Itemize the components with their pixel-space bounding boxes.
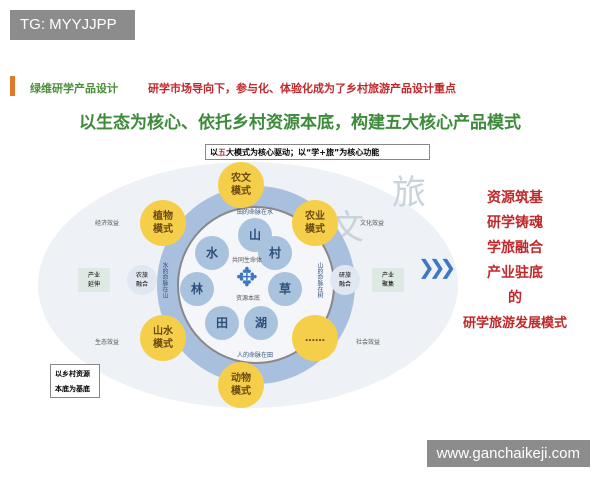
resource-lake: 湖 [244,306,278,340]
note-top: 以五大模式为核心驱动；以“学+旅”为核心功能 [205,144,430,160]
agri-tourism-fusion: 农旅 融合 [127,265,157,295]
resource-grass: 草 [268,272,302,306]
benefit-ecological: 生态效益 [95,339,120,346]
mode-agriculture: 农业 模式 [292,200,338,246]
resource-water: 水 [195,236,229,270]
bg-char-lv: 旅 [392,173,426,213]
summary-text: 资源筑基研学铸魂学旅融合产业驻底的研学旅游发展模式 [462,190,567,331]
ring-label-top: 田的命脉在水 [237,209,274,216]
benefit-cultural: 文化效益 [360,220,385,227]
mode-plant: 植物 模式 [140,200,186,246]
ring-label-right: 山的命脉在树 [316,262,323,298]
benefit-social: 社会效益 [356,339,381,346]
industry-cluster-box: 产业 聚集 [372,268,404,292]
watermark: www.ganchaikeji.com [426,440,590,467]
study-tourism-fusion: 研旅 融合 [330,265,360,295]
tag-label: TG: MYYJJPP [10,10,135,40]
section-bar [10,76,15,96]
ring-label-bottom: 人的命脉在田 [237,352,274,359]
center-top-label: 共同生命体 [232,257,263,264]
main-title: 以生态为核心、依托乡村资源本底，构建五大核心产品模式 [79,113,521,133]
mode-animal: 动物 模式 [218,362,264,408]
resource-village: 村 [258,236,292,270]
subtitle: 研学市场导向下，参与化、体验化成为了乡村旅游产品设计重点 [148,82,456,95]
resource-field: 田 [205,306,239,340]
resource-forest: 林 [180,272,214,306]
ring-label-left: 水的命脉在山 [161,262,168,298]
mode-agri-culture: 农文 模式 [218,162,264,208]
center-bottom-label: 资源本底 [236,295,261,302]
chevrons-right-icon: ❯❯❯ [418,255,456,279]
section-title: 绿维研学产品设计 [30,82,118,95]
industry-extension-box: 产业 延伸 [78,268,110,292]
cross-arrows-icon: ✥ [236,263,258,293]
benefit-economic: 经济效益 [95,220,120,227]
mode-landscape: 山水 模式 [140,315,186,361]
note-bottom: 以乡村资源本底为基底 [50,364,100,398]
mode-more: …… [292,315,338,361]
